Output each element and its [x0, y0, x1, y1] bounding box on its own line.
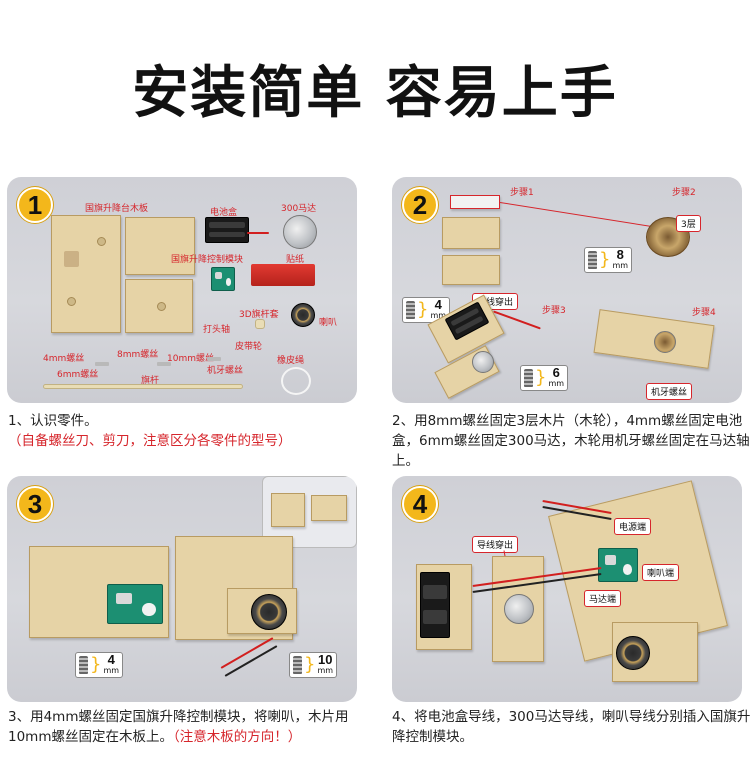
label-pole-sleeve: 3D旗杆套 — [239, 310, 279, 320]
callout-machine-screw: 机牙螺丝 — [646, 383, 693, 400]
flagpole — [43, 384, 243, 389]
motor-300 — [472, 351, 494, 373]
screw-icon — [293, 656, 302, 674]
step-2-badge: 2 — [402, 187, 438, 223]
step-1-panel: 1 国旗升降台木板 电池盒 300马达 国旗升降控制模块 贴纸 3D旗杆套 喇叭… — [7, 177, 357, 403]
step-3-caption: 3、用4mm螺丝固定国旗升降控制模块，将喇叭，木片用10mm螺丝固定在木板上。（… — [8, 707, 368, 747]
leader-line — [499, 202, 659, 229]
speaker — [251, 594, 287, 630]
caption-text: 1、认识零件。 — [8, 413, 98, 429]
hole-mark — [97, 237, 106, 246]
label-pulley: 皮带轮 — [235, 342, 263, 352]
screw — [95, 362, 109, 366]
label-motor: 300马达 — [281, 204, 317, 214]
label-speaker: 喇叭 — [319, 318, 338, 328]
red-sticker — [251, 264, 315, 286]
label-sticker: 贴纸 — [286, 255, 305, 265]
label-screw-6mm: 6mm螺丝 — [57, 370, 99, 380]
label-step1: 步骤1 — [510, 188, 534, 198]
pole-sleeve — [255, 319, 265, 329]
step-3-badge: 3 — [17, 486, 53, 522]
wood-plate — [442, 255, 500, 285]
label-platform: 国旗升降台木板 — [85, 204, 149, 214]
step-4-caption: 4、将电池盒导线，300马达导线，喇叭导线分别插入国旗升降控制模块。 — [392, 709, 750, 745]
inset-board — [311, 495, 347, 521]
battery-box — [205, 217, 249, 243]
label-control-module: 国旗升降控制模块 — [171, 255, 244, 265]
label-step2: 步骤2 — [672, 188, 696, 198]
screw-icon — [79, 656, 88, 674]
label-rubber-band: 橡皮绳 — [277, 356, 305, 366]
wood-plate — [442, 217, 500, 249]
wood-board-large — [51, 215, 121, 333]
step-4-badge: 4 — [402, 486, 438, 522]
motor-300 — [504, 594, 534, 624]
callout-motor-port: 马达端 — [584, 590, 622, 607]
speaker — [291, 303, 315, 327]
page-title: 安装简单 容易上手 — [132, 61, 618, 126]
callout-wire-through: 导线穿出 — [472, 536, 519, 553]
callout-speaker-port: 喇叭端 — [642, 564, 680, 581]
step-1-caption: 1、认识零件。 （自备螺丝刀、剪刀，注意区分各零件的型号） — [8, 411, 368, 451]
brace-icon: } — [90, 654, 102, 675]
step-4-panel: 4 导线穿出 电源端 喇叭端 马达端 — [392, 476, 742, 702]
screw — [157, 362, 171, 366]
inset-board — [271, 493, 305, 527]
label-machine-screw: 机牙螺丝 — [207, 366, 244, 376]
wheel-on-motor — [654, 331, 676, 353]
rubber-band — [281, 367, 311, 395]
battery-box — [420, 572, 450, 638]
caption-note: （注意木板的方向！） — [172, 729, 302, 745]
motor-300 — [283, 215, 317, 249]
screw-icon — [524, 369, 533, 387]
callout-power-port: 电源端 — [614, 518, 652, 535]
screw — [207, 357, 221, 361]
step-1-badge: 1 — [17, 187, 53, 223]
label-screw-10mm: 10mm螺丝 — [167, 354, 214, 364]
label-step3: 步骤3 — [542, 306, 566, 316]
brace-icon: } — [599, 249, 611, 270]
label-flagpole: 旗杆 — [141, 376, 160, 386]
battery-wire — [247, 232, 269, 234]
label-battery-box: 电池盒 — [210, 208, 238, 218]
wooden-discs — [450, 195, 500, 209]
control-module — [107, 584, 163, 624]
screw-icon — [588, 251, 597, 269]
hole-mark — [157, 302, 166, 311]
label-punch-shaft: 打头轴 — [203, 325, 231, 335]
label-screw-8mm: 8mm螺丝 — [117, 350, 159, 360]
step-2-caption: 2、用8mm螺丝固定3层木片（木轮），4mm螺丝固定电池盒，6mm螺丝固定300… — [392, 413, 750, 469]
brace-icon: } — [417, 299, 429, 320]
control-module — [598, 548, 638, 582]
wood-board-top — [125, 217, 195, 275]
label-screw-4mm: 4mm螺丝 — [43, 354, 85, 364]
caption-note: （自备螺丝刀、剪刀，注意区分各零件的型号） — [8, 433, 292, 449]
brace-icon: } — [304, 654, 316, 675]
label-step4: 步骤4 — [692, 308, 716, 318]
control-module — [211, 267, 235, 291]
screw-icon — [406, 301, 415, 319]
caption-text: 3、用4mm螺丝固定国旗升降控制模块，将喇叭，木片用10mm螺丝固定在木板上。 — [8, 709, 349, 745]
brace-icon: } — [535, 367, 547, 388]
callout-layers: 3层 — [676, 215, 701, 232]
speaker — [616, 636, 650, 670]
hole-mark — [67, 297, 76, 306]
